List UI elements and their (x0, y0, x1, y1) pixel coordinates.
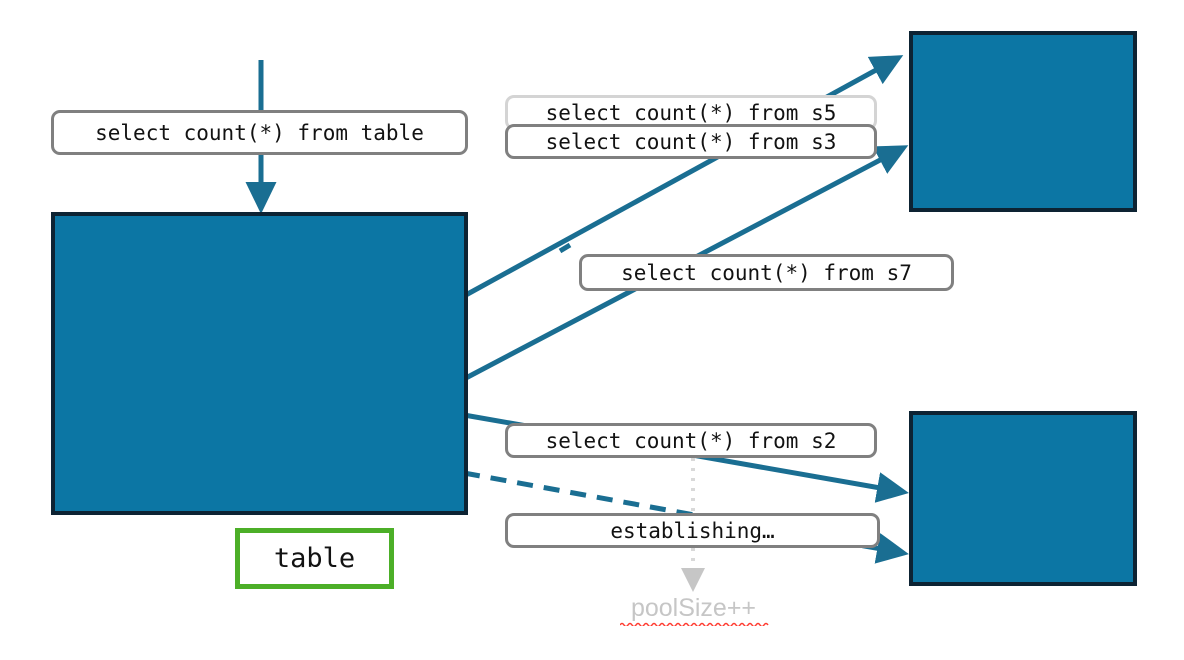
node-table-label: table (273, 543, 356, 574)
status-label-establishing[interactable]: establishing… (505, 513, 880, 548)
query-label-s5-text: select count(*) from s5 (545, 100, 837, 125)
query-label-table[interactable]: select count(*) from table (51, 110, 468, 155)
query-label-s2[interactable]: select count(*) from s2 (505, 423, 877, 458)
server-group-top: s1 s3 s5 s7 (909, 31, 1137, 212)
poolsize-annotation: poolSize++ (601, 594, 786, 623)
query-label-table-text: select count(*) from table (95, 120, 424, 145)
query-label-s3-text: select count(*) from s3 (545, 129, 837, 154)
status-label-establishing-text: establishing… (610, 518, 775, 543)
query-label-s7-text: select count(*) from s7 (621, 260, 912, 285)
query-label-s2-text: select count(*) from s2 (545, 428, 837, 453)
server-group-bottom: s2 s6 s4 (909, 411, 1137, 586)
source-database-panel: table (51, 212, 468, 589)
poolsize-annotation-text: poolSize++ (630, 594, 757, 622)
query-label-s7[interactable]: select count(*) from s7 (579, 254, 954, 291)
spellcheck-underline-icon (620, 622, 769, 626)
arrow-overlap-top-upper (558, 242, 572, 254)
query-label-s3[interactable]: select count(*) from s3 (505, 124, 877, 159)
node-table[interactable]: table (235, 528, 394, 589)
